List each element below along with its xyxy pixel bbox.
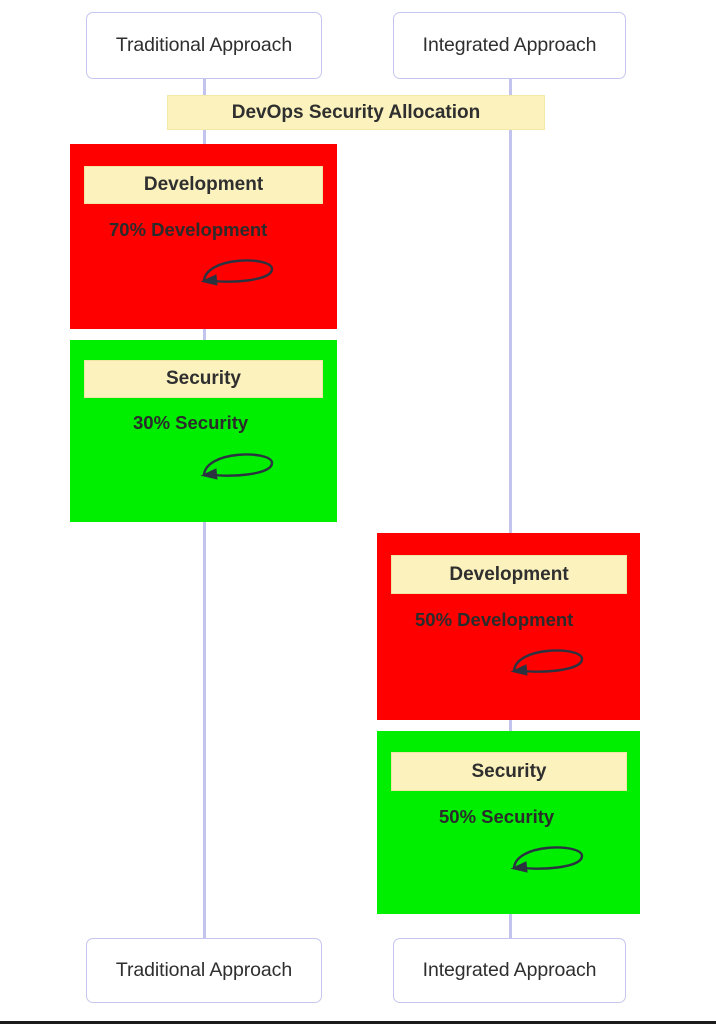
participant-header-traditional[interactable]: Traditional Approach — [86, 12, 322, 79]
message-traditional-development-text: 70% Development — [109, 219, 268, 240]
block-label-traditional-development-text: Development — [143, 174, 264, 195]
block-label-traditional-development: Development — [84, 166, 323, 204]
block-label-integrated-security-text: Security — [471, 760, 547, 782]
note-devops-security-allocation[interactable]: DevOps Security Allocation — [167, 95, 545, 130]
participant-footer-integrated[interactable]: Integrated Approach — [393, 938, 626, 1003]
participant-header-traditional-label: Traditional Approach — [115, 34, 293, 56]
participant-footer-integrated-label: Integrated Approach — [422, 959, 597, 981]
block-traditional-development[interactable]: Development 70% Development — [70, 144, 337, 329]
message-traditional-security: 30% Security — [133, 412, 248, 434]
message-integrated-security-text: 50% Security — [439, 806, 555, 827]
block-label-traditional-security: Security — [84, 360, 323, 398]
bottom-divider — [0, 1021, 716, 1024]
block-label-integrated-development: Development — [391, 555, 627, 594]
block-integrated-development[interactable]: Development 50% Development — [377, 533, 640, 720]
self-loop-arrow-traditional-security — [200, 453, 274, 480]
self-loop-arrow-integrated-security — [510, 846, 584, 873]
message-integrated-development-text: 50% Development — [415, 609, 574, 630]
self-loop-arrow-traditional-development — [200, 259, 274, 286]
block-integrated-security[interactable]: Security 50% Security — [377, 731, 640, 914]
participant-footer-traditional[interactable]: Traditional Approach — [86, 938, 322, 1003]
message-integrated-security: 50% Security — [439, 806, 554, 828]
participant-footer-traditional-label: Traditional Approach — [115, 959, 293, 981]
block-label-integrated-development-text: Development — [449, 563, 569, 585]
message-traditional-development: 70% Development — [109, 219, 267, 241]
participant-header-integrated-label: Integrated Approach — [422, 34, 597, 56]
message-traditional-security-text: 30% Security — [133, 412, 249, 433]
block-label-integrated-security: Security — [391, 752, 627, 791]
block-label-traditional-security-text: Security — [166, 368, 241, 389]
participant-header-integrated[interactable]: Integrated Approach — [393, 12, 626, 79]
block-traditional-security[interactable]: Security 30% Security — [70, 340, 337, 522]
lifeline-integrated — [509, 79, 512, 939]
note-label: DevOps Security Allocation — [231, 101, 481, 123]
self-loop-arrow-integrated-development — [510, 649, 584, 676]
message-integrated-development: 50% Development — [415, 609, 573, 631]
